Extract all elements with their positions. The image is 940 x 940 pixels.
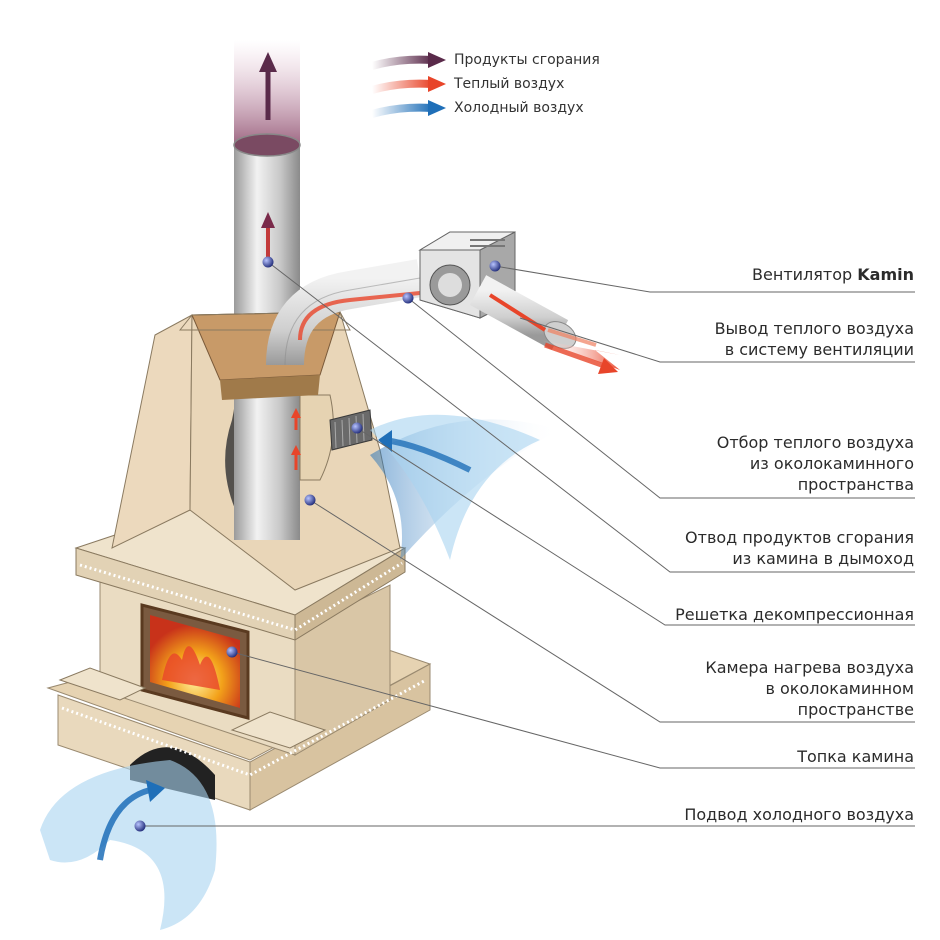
callout-flue: Отвод продуктов сгорания из камина в дым… [685, 527, 914, 569]
callout-warm-intake: Отбор теплого воздуха из околокаминного … [717, 432, 914, 495]
fireplace-base [46, 509, 432, 811]
cold-air-jet-bottom [40, 760, 217, 930]
outlet-duct [469, 275, 620, 374]
callout-fan: Вентилятор Kamin [752, 264, 914, 285]
legend-warm-air: Теплый воздух [370, 74, 630, 96]
callout-fan-brand: Kamin [857, 265, 914, 284]
callout-line: из камина в дымоход [732, 549, 914, 568]
callout-line: Топка камина [797, 747, 914, 766]
callout-line: Камера нагрева воздуха [705, 658, 914, 677]
callout-cold-in: Подвод холодного воздуха [684, 804, 914, 825]
cold-air-jet-grille [370, 414, 560, 560]
callout-fan-prefix: Вентилятор [752, 265, 858, 284]
callout-warm-out: Вывод теплого воздуха в систему вентиляц… [715, 318, 914, 360]
callout-line: в околокаминном [765, 679, 915, 698]
callout-line: Подвод холодного воздуха [684, 805, 914, 824]
callout-line: Решетка декомпрессионная [675, 605, 914, 624]
legend-label: Продукты сгорания [454, 52, 600, 68]
callout-chamber: Камера нагрева воздуха в околокаминном п… [705, 657, 914, 720]
callout-firebox: Топка камина [797, 746, 914, 767]
legend-label: Холодный воздух [454, 100, 584, 116]
callout-line: из околокаминного [749, 454, 914, 473]
callout-grille: Решетка декомпрессионная [675, 604, 914, 625]
fireplace-hood [111, 311, 401, 591]
callout-line: Отвод продуктов сгорания [685, 528, 914, 547]
legend-label: Теплый воздух [454, 76, 565, 92]
callout-line: пространстве [797, 700, 914, 719]
callout-line: в систему вентиляции [724, 340, 914, 359]
callout-line: Вывод теплого воздуха [714, 319, 914, 338]
warm-arrow-icon [370, 76, 446, 94]
smoke-plume [234, 40, 300, 150]
callout-line: пространства [797, 475, 914, 494]
legend-cold-air: Холодный воздух [370, 98, 630, 120]
cold-arrow-icon [370, 100, 446, 118]
leader-lines [140, 261, 915, 827]
decompression-grille [329, 409, 373, 451]
legend-combustion-products: Продукты сгорания [370, 50, 630, 72]
markers [134, 256, 501, 832]
combustion-arrow-icon [370, 52, 446, 70]
callout-line: Отбор теплого воздуха [716, 433, 914, 452]
